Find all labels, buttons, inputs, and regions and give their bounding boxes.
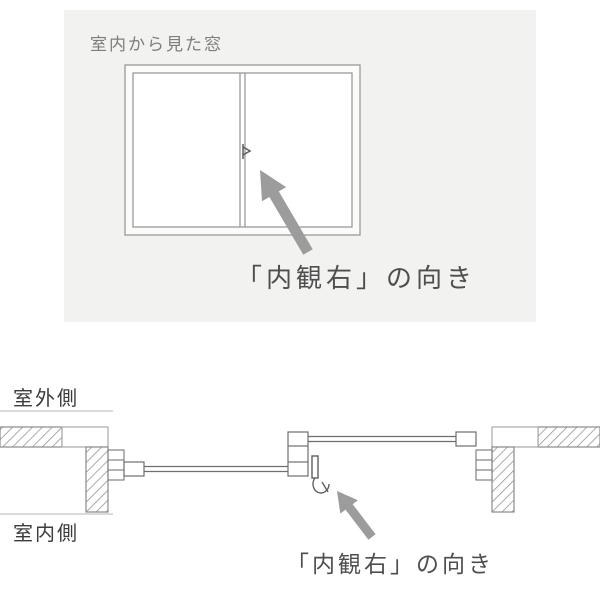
arrow-icon	[260, 170, 313, 255]
indoor-sash-end-stile	[123, 461, 145, 477]
interior-view-caption: 室内から見た窓	[90, 35, 223, 54]
indoor-sash-meeting-stile	[287, 461, 309, 477]
outdoor-side-label: 室外側	[13, 388, 79, 410]
arrow-icon	[337, 491, 376, 540]
wall-column-left	[85, 446, 109, 513]
label-leader-lines	[0, 410, 113, 515]
window-plan-section-drawing	[0, 410, 600, 540]
frame-jambs	[107, 449, 493, 481]
indoor-sash	[123, 446, 309, 477]
direction-label-bottom: 「内観右」の向き	[286, 551, 494, 577]
direction-label: 「内観右」の向き	[236, 263, 477, 293]
indoor-side-label: 室内側	[13, 523, 79, 545]
frame-jamb-right	[475, 449, 493, 481]
crescent-lock-icon	[242, 144, 252, 159]
wall-connector-left	[61, 426, 109, 448]
outdoor-sash-end-stile	[455, 431, 477, 447]
outdoor-sash	[287, 431, 477, 447]
wall-connector-right	[491, 426, 539, 448]
wall-hatch-left	[0, 426, 63, 448]
outdoor-sash-meeting-stile	[287, 431, 309, 447]
window-inner-frame	[132, 72, 353, 228]
window-elevation-drawing	[124, 64, 361, 255]
wall-hatch-right	[537, 426, 600, 448]
frame-jamb-left	[107, 449, 125, 481]
interior-view-panel: 室内から見た窓 「内観右」の向き	[64, 10, 536, 322]
crescent-lock-icon	[311, 455, 330, 494]
wall-left	[0, 426, 109, 513]
wall-column-right	[491, 446, 515, 513]
wall-right	[491, 426, 600, 513]
